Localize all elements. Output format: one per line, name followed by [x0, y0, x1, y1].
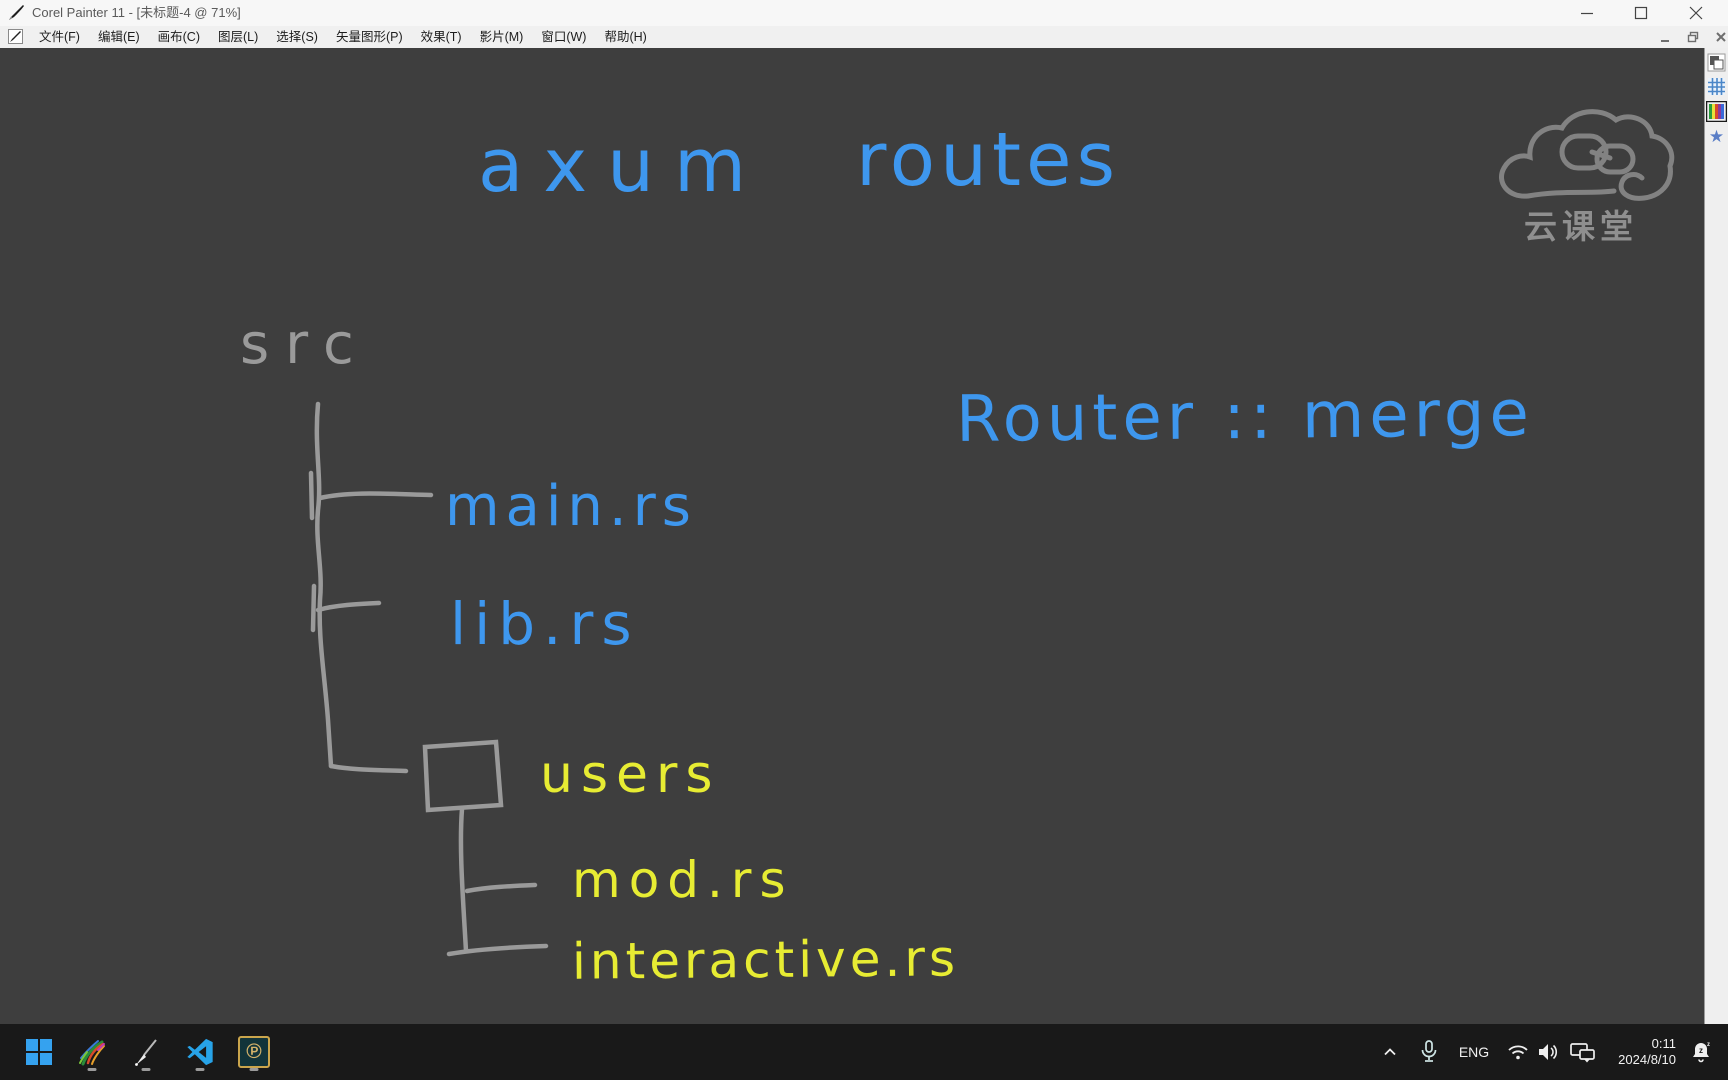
menu-item-shapes[interactable]: 矢量图形(P): [335, 30, 403, 44]
maximize-icon: [1634, 6, 1648, 20]
wifi-icon: [1508, 1045, 1528, 1060]
language-indicator: ENG: [1458, 1044, 1490, 1060]
taskbar-brush-button[interactable]: [128, 1032, 164, 1072]
close-button[interactable]: [1677, 0, 1715, 26]
doc-close-icon: [1716, 32, 1726, 42]
palette-panel-button[interactable]: [1705, 100, 1728, 123]
menu-item-canvas[interactable]: 画布(C): [157, 30, 200, 44]
tree-branch-interactive: [446, 943, 549, 957]
router-merge-note: Router :: merge: [955, 376, 1535, 458]
menu-bar: 文件(F) 编辑(E) 画布(C) 图层(L) 选择(S) 矢量图形(P) 效果…: [0, 26, 1728, 49]
tray-date: 2024/8/10: [1618, 1052, 1676, 1067]
microphone-icon: [1421, 1040, 1437, 1062]
start-button[interactable]: [21, 1032, 57, 1072]
grid-panel-button[interactable]: [1707, 77, 1726, 96]
tray-volume-button[interactable]: [1534, 1024, 1564, 1080]
taskbar: ℗ ENG: [0, 1024, 1728, 1080]
taskbar-vscode-button[interactable]: [182, 1032, 218, 1072]
window-title: Corel Painter 11 - [未标题-4 @ 71%]: [32, 5, 241, 20]
close-icon: [1689, 6, 1703, 20]
users-folder-box: [422, 739, 504, 813]
running-indicator: [249, 1068, 259, 1071]
sleep-z-glyph-small: z: [1707, 1042, 1710, 1048]
tree-branch-stub2: [310, 583, 317, 633]
heading-word-axum: axum: [478, 123, 767, 209]
maximize-button[interactable]: [1622, 0, 1660, 26]
speaker-icon: [1539, 1044, 1558, 1060]
tray-wifi-button[interactable]: [1504, 1024, 1532, 1080]
layers-panel-icon: [1707, 53, 1726, 72]
star-panel-button[interactable]: ★: [1707, 127, 1726, 146]
menu-item-layers[interactable]: 图层(L): [218, 30, 259, 44]
menu-item-select[interactable]: 选择(S): [276, 30, 318, 44]
menu-item-help[interactable]: 帮助(H): [604, 30, 647, 44]
document-close-button[interactable]: [1710, 28, 1728, 46]
taskbar-corel-painter-button[interactable]: ℗: [236, 1032, 272, 1072]
minimize-icon: [1581, 12, 1593, 15]
menu-item-movie[interactable]: 影片(M): [479, 30, 524, 44]
tree-branch-mod: [464, 882, 538, 894]
heading-word-routes: routes: [856, 117, 1121, 203]
file-label-mod-rs: mod.rs: [572, 851, 794, 909]
star-panel-icon: ★: [1708, 127, 1725, 146]
folder-label-users: users: [540, 745, 721, 805]
tray-cast-button[interactable]: [1566, 1024, 1600, 1080]
sleep-z-glyph: z: [1699, 1046, 1703, 1055]
palette-panel-icon: [1705, 100, 1728, 123]
watermark-label: 云课堂: [1524, 207, 1638, 246]
app-brush-icon[interactable]: [7, 4, 25, 22]
tree-branch-stub: [308, 470, 315, 521]
menu-item-effects[interactable]: 效果(T): [420, 30, 462, 44]
doc-restore-icon: [1687, 31, 1699, 43]
tray-language-button[interactable]: ENG: [1452, 1024, 1496, 1080]
menu-item-edit[interactable]: 编辑(E): [97, 30, 140, 44]
vscode-icon: [187, 1038, 213, 1066]
menu-items: 文件(F) 编辑(E) 画布(C) 图层(L) 选择(S) 矢量图形(P) 效果…: [30, 26, 656, 48]
grid-panel-icon: [1708, 78, 1725, 95]
tree-root-label: src: [240, 312, 370, 377]
notification-bell-icon: z z: [1693, 1042, 1710, 1063]
tray-microphone-button[interactable]: [1414, 1024, 1444, 1080]
document-brush-icon[interactable]: [8, 29, 23, 44]
taskbar-painter-horse-button[interactable]: [74, 1032, 110, 1072]
document-minimize-button[interactable]: [1654, 28, 1676, 46]
windows-logo-icon: [26, 1039, 52, 1065]
layers-panel-button[interactable]: [1707, 53, 1726, 72]
file-label-main-rs: main.rs: [445, 474, 697, 539]
painter-horse-icon: [79, 1040, 105, 1066]
paintbrush-icon: [135, 1039, 157, 1066]
chevron-up-icon: [1384, 1048, 1396, 1056]
minimize-button[interactable]: [1568, 0, 1606, 26]
menu-item-file[interactable]: 文件(F): [39, 30, 80, 44]
cloud-classroom-logo-icon: [1499, 109, 1675, 201]
file-label-lib-rs: lib.rs: [450, 590, 640, 658]
panel-drawer-strip: ★: [1704, 48, 1728, 1024]
corel-painter-icon: ℗: [238, 1036, 270, 1068]
tray-expand-button[interactable]: [1375, 1024, 1405, 1080]
tray-clock[interactable]: 0:11 2024/8/10: [1600, 1024, 1676, 1080]
tree-diagram-strokes: [308, 401, 549, 957]
menu-item-window[interactable]: 窗口(W): [541, 30, 587, 44]
title-bar: Corel Painter 11 - [未标题-4 @ 71%]: [0, 0, 1728, 27]
cast-display-icon: [1570, 1043, 1595, 1063]
document-restore-button[interactable]: [1682, 28, 1704, 46]
tray-time: 0:11: [1651, 1036, 1676, 1051]
tree-branch-lib: [315, 600, 382, 613]
tree-trunk-line: [314, 401, 334, 769]
tree-branch-main: [317, 491, 434, 501]
running-indicator: [195, 1068, 205, 1071]
doc-minimize-icon: [1661, 40, 1669, 42]
canvas[interactable]: 云课堂 axum routes src Router :: merge main…: [0, 48, 1728, 1024]
tree-elbow-users: [328, 763, 409, 774]
running-indicator: [141, 1068, 151, 1071]
tray-notification-button[interactable]: z z: [1684, 1024, 1718, 1080]
file-label-interactive-rs: interactive.rs: [571, 929, 960, 991]
tree-trunk-line2: [458, 806, 469, 954]
running-indicator: [87, 1068, 97, 1071]
